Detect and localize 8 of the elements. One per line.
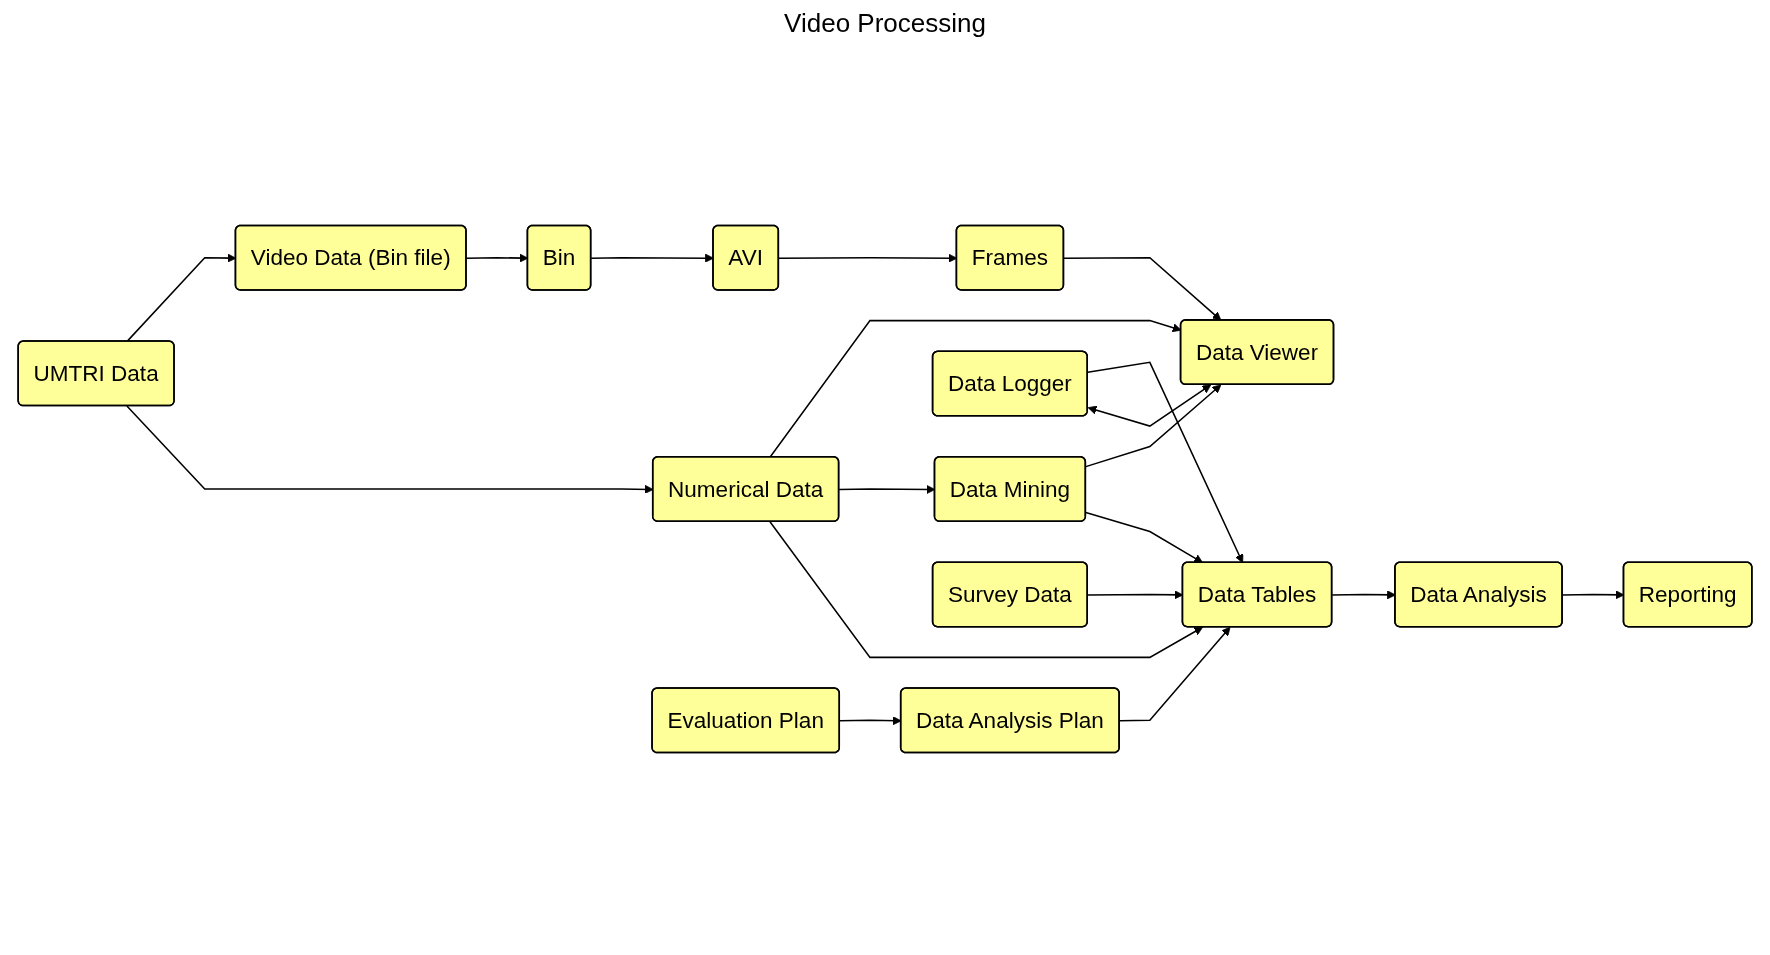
arrow xyxy=(769,521,1204,659)
arrow xyxy=(1063,256,1222,321)
arrow xyxy=(1085,384,1222,468)
brace-label: Video Processing xyxy=(784,8,986,38)
arrow xyxy=(1085,511,1204,564)
arrow xyxy=(590,253,714,263)
arrow xyxy=(1087,384,1212,427)
arrow xyxy=(1086,361,1244,564)
